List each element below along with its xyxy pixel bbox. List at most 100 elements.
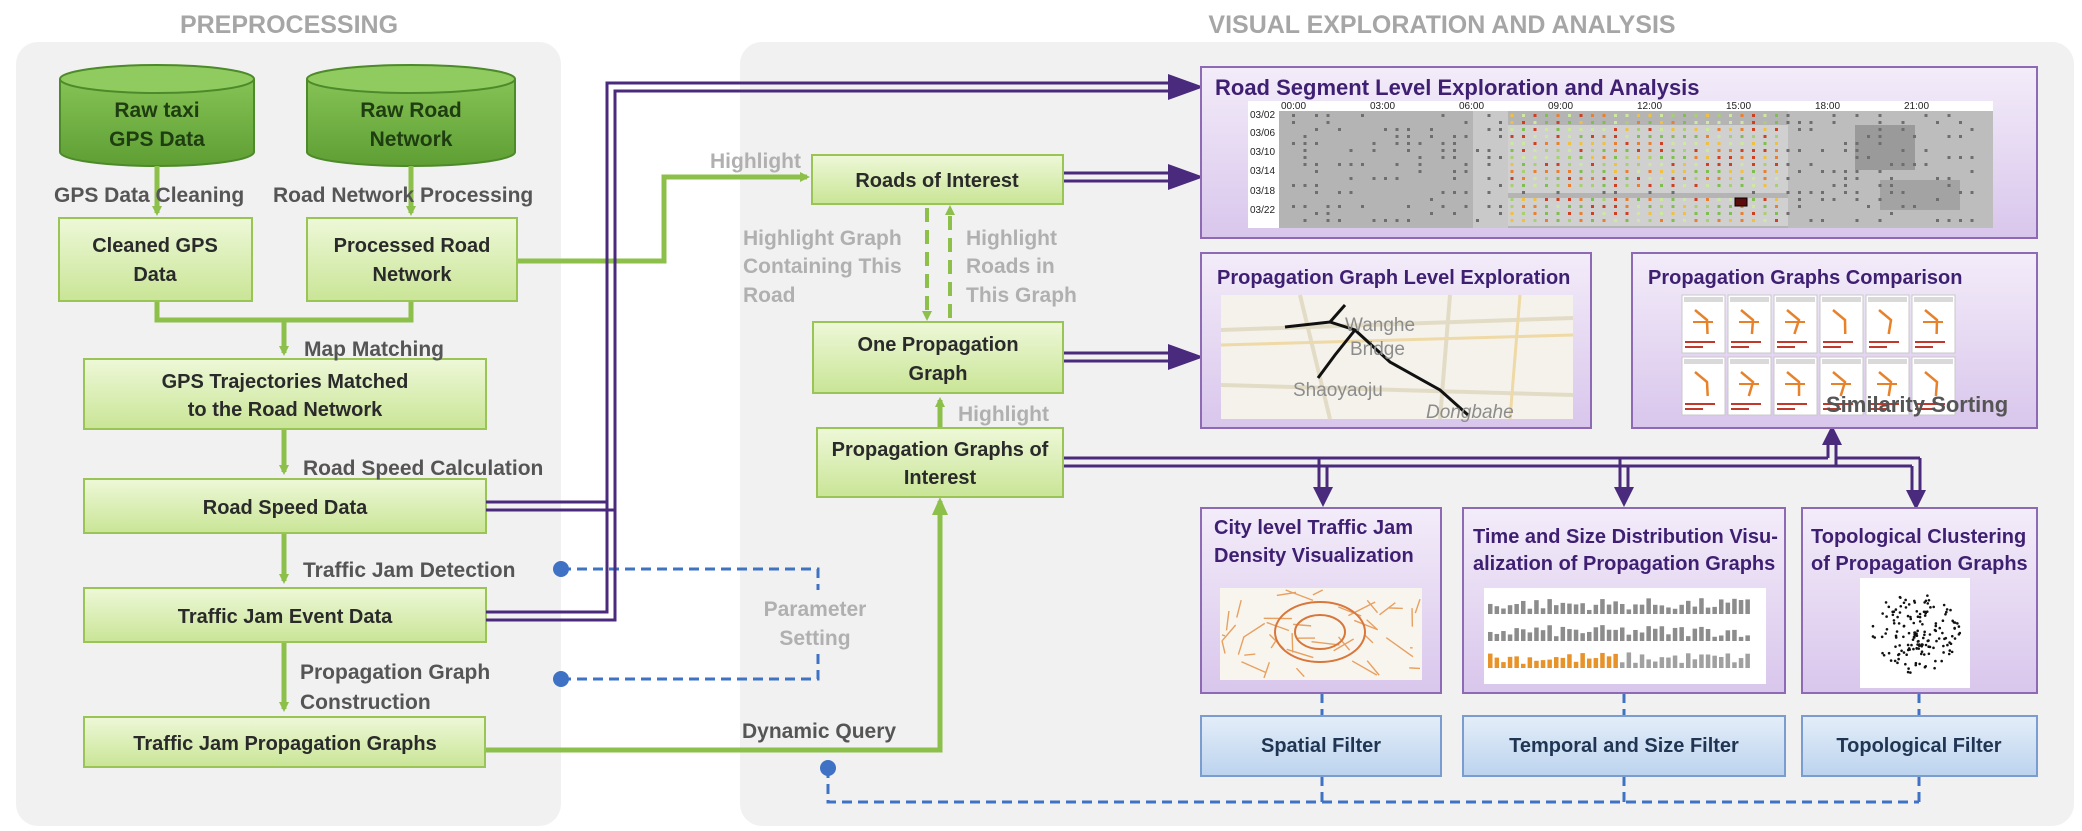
distribution-bar: [1745, 599, 1750, 614]
density-line: [1312, 589, 1324, 596]
graph-thumbnail[interactable]: [1819, 356, 1864, 416]
heatmap-cell: [1809, 128, 1813, 131]
heatmap-cell: [1533, 156, 1537, 159]
topological-filter[interactable]: Topological Filter: [1801, 715, 2038, 777]
road-segment-view[interactable]: Road Segment Level Exploration and Analy…: [1200, 66, 2038, 239]
distribution-bar: [1488, 653, 1493, 668]
cluster-dot: [1916, 615, 1920, 619]
distribution-bar: [1501, 608, 1506, 614]
heatmap-cell: [1660, 198, 1663, 201]
cluster-dot: [1918, 615, 1922, 619]
cluster-dot: [1942, 603, 1946, 607]
distribution-bar: [1540, 630, 1546, 641]
graphs-of-interest-box[interactable]: Propagation Graphs of Interest: [816, 427, 1064, 498]
comparison-view[interactable]: Propagation Graphs Comparison Similarity…: [1631, 252, 2038, 429]
param-dot-1[interactable]: [553, 561, 569, 577]
heatmap-cell: [1430, 135, 1433, 138]
graph-thumbnail[interactable]: [1681, 294, 1726, 354]
heatmap-cell: [1855, 142, 1859, 145]
density-map[interactable]: [1220, 588, 1422, 680]
distribution-bar: [1725, 630, 1731, 641]
cluster-dot: [1958, 631, 1962, 635]
heatmap-cell: [1717, 205, 1721, 208]
topo-title-line1: Topological Clustering: [1811, 526, 2026, 548]
graph-thumbnail[interactable]: [1865, 356, 1910, 416]
parameter-line2: Setting: [779, 627, 850, 650]
cluster-dot: [1896, 615, 1899, 619]
heatmap-cell: [1855, 149, 1859, 152]
heatmap-cell: [1648, 170, 1652, 173]
graph-thumbnail[interactable]: [1773, 356, 1818, 416]
param-dot-2[interactable]: [553, 671, 569, 687]
heatmap-cell: [1660, 142, 1663, 145]
highlight-top-label: Highlight: [710, 150, 801, 173]
cluster-dot: [1898, 644, 1901, 647]
heatmap-cell: [1522, 205, 1525, 208]
heatmap-cell: [1752, 142, 1755, 145]
city-level-view[interactable]: City level Traffic Jam Density Visualiza…: [1200, 507, 1442, 694]
heatmap-cell: [1510, 205, 1514, 208]
heatmap-cell: [1556, 142, 1560, 145]
graph-thumbnail[interactable]: [1727, 356, 1772, 416]
heatmap-cell: [1706, 149, 1709, 152]
heatmap-cell: [1303, 149, 1307, 152]
graph-level-view[interactable]: Propagation Graph Level Exploration Wang…: [1200, 252, 1592, 429]
distribution-bar: [1507, 605, 1513, 614]
density-line: [1333, 638, 1355, 652]
cluster-dot: [1907, 667, 1910, 670]
heatmap-cell: [1694, 128, 1698, 131]
graph-thumbnail[interactable]: [1911, 294, 1956, 354]
distribution-bar: [1527, 608, 1533, 614]
cluster-dot: [1934, 624, 1938, 628]
heatmap-cell: [1591, 135, 1594, 138]
cluster-dot: [1925, 610, 1929, 613]
cluster-dot: [1948, 649, 1952, 652]
spatial-filter[interactable]: Spatial Filter: [1200, 715, 1442, 777]
place-wanghe: Wanghe: [1345, 315, 1415, 336]
distribution-bar: [1580, 633, 1585, 641]
timesize-title-line1: Time and Size Distribution Visu-: [1473, 526, 1778, 548]
distribution-bar: [1712, 606, 1717, 614]
heatmap-cell: [1556, 184, 1560, 187]
heatmap-cell: [1545, 142, 1548, 145]
graph-thumbnail[interactable]: [1773, 294, 1818, 354]
heatmap-cell: [1602, 212, 1606, 215]
graph-thumbnail[interactable]: [1681, 356, 1726, 416]
roads-of-interest-box[interactable]: Roads of Interest: [811, 154, 1064, 205]
heatmap-cell: [1855, 191, 1859, 194]
graph-thumbnail[interactable]: [1911, 356, 1956, 416]
heatmap-cell: [1625, 128, 1629, 131]
distribution-bar: [1633, 629, 1638, 641]
heatmap-cell: [1878, 142, 1882, 145]
heatmap-cell: [1522, 191, 1525, 194]
distribution-bar: [1521, 600, 1526, 614]
one-propagation-graph-box[interactable]: One Propagation Graph: [812, 321, 1064, 394]
similarity-sorting-label[interactable]: Similarity Sorting: [1826, 392, 2008, 417]
graph-thumbnail[interactable]: [1819, 294, 1864, 354]
query-dot[interactable]: [820, 760, 836, 776]
heatmap-cell: [1660, 128, 1663, 131]
heatmap-cell: [1683, 198, 1686, 201]
temporal-filter-label: Temporal and Size Filter: [1509, 735, 1739, 757]
heatmap-cell: [1614, 191, 1617, 194]
heatmap-cell: [1809, 163, 1813, 166]
heatmap-cell: [1303, 142, 1307, 145]
distribution-chart[interactable]: [1484, 588, 1766, 684]
heatmap-cell: [1740, 121, 1744, 124]
propagation-graphs-box: Traffic Jam Propagation Graphs: [83, 716, 486, 768]
heatmap-cell: [1798, 198, 1801, 201]
heatmap-cell: [1729, 163, 1732, 166]
temporal-size-filter[interactable]: Temporal and Size Filter: [1462, 715, 1786, 777]
heatmap-cell: [1292, 142, 1295, 145]
heatmap-cell: [1936, 198, 1939, 201]
heatmap-cell: [1556, 177, 1560, 180]
heatmap-cell: [1786, 212, 1790, 215]
topological-view[interactable]: Topological Clustering of Propagation Gr…: [1801, 507, 2038, 694]
time-size-view[interactable]: Time and Size Distribution Visu- alizati…: [1462, 507, 1786, 694]
density-line: [1414, 598, 1421, 614]
heatmap-cell: [1533, 184, 1537, 187]
graph-thumbnail[interactable]: [1865, 294, 1910, 354]
cluster-dot: [1932, 646, 1935, 650]
heatmap-cell: [1453, 212, 1456, 215]
graph-thumbnail[interactable]: [1727, 294, 1772, 354]
